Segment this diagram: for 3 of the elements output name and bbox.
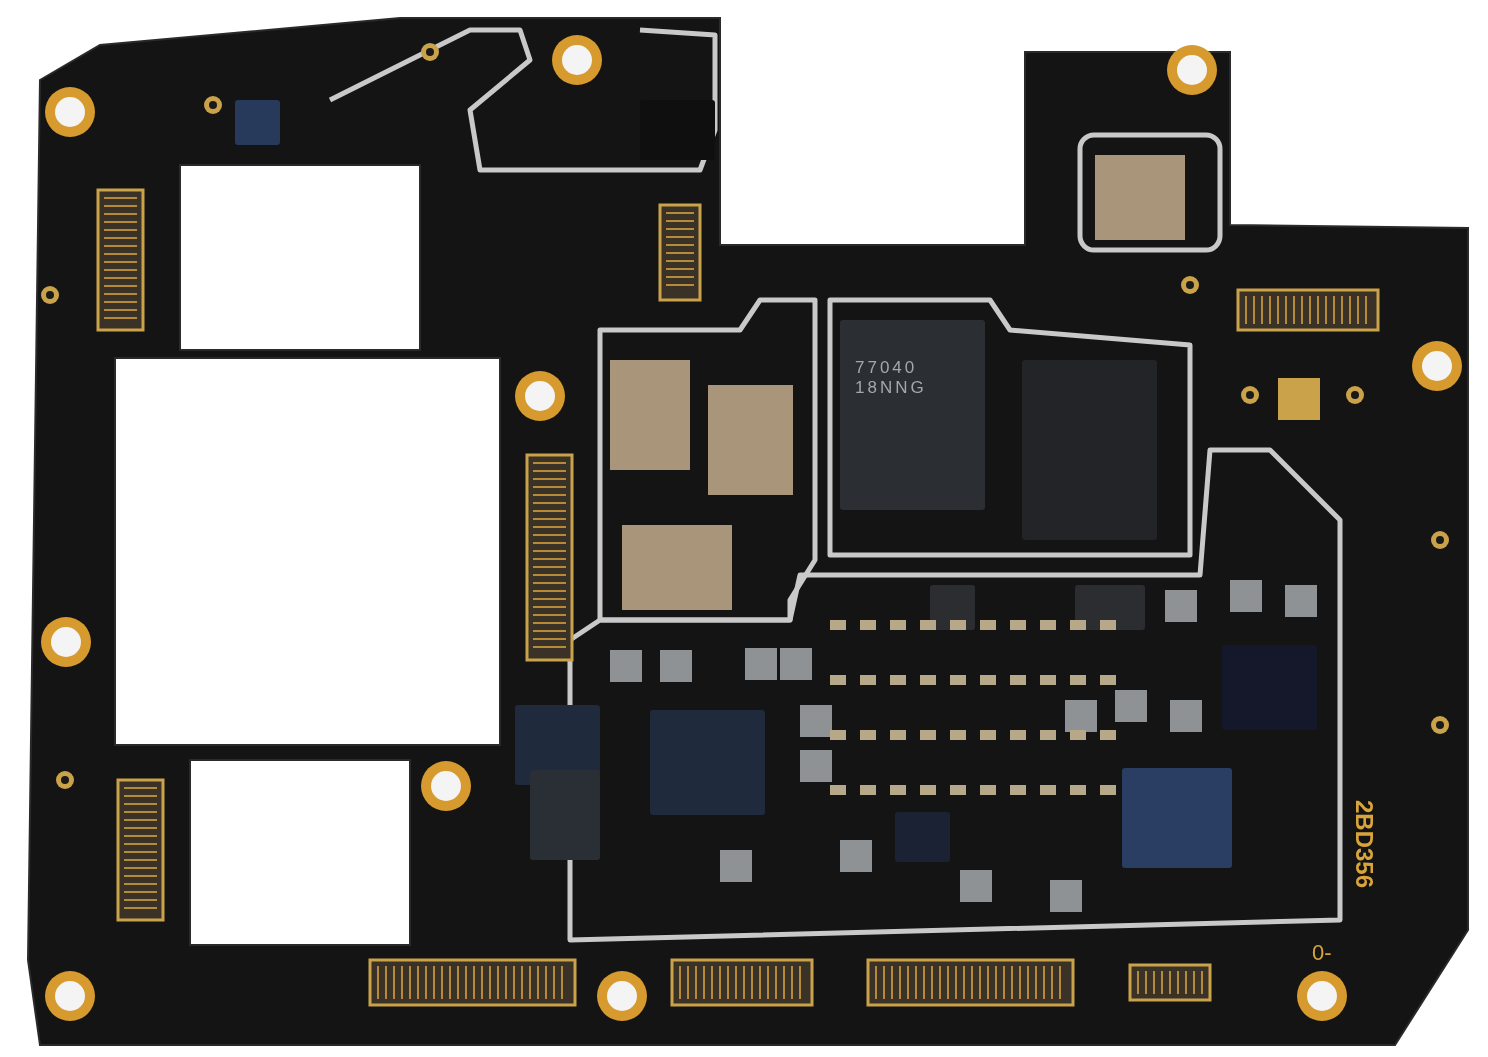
board-code: 2BD356 [1350,799,1379,889]
chip-marking: 77040 18NNG [855,358,928,398]
pin-marker: 0- [1312,940,1332,966]
